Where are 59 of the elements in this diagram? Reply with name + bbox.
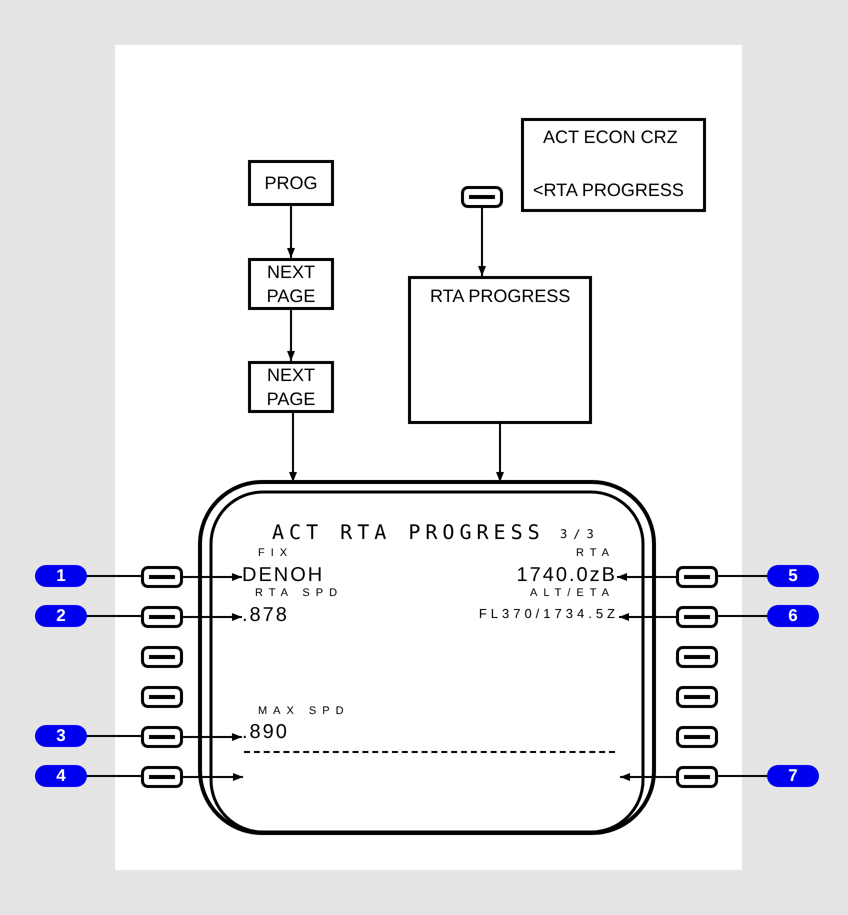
arrow [619, 613, 676, 621]
arrow [289, 413, 297, 482]
arrow [183, 573, 242, 581]
field-label: ALT/ETA [530, 588, 615, 599]
leader-line [87, 735, 141, 737]
line-select-key [461, 186, 503, 208]
arrow [620, 773, 676, 781]
line-select-key [676, 646, 718, 668]
display-page-box [408, 276, 592, 424]
data-field: .878 [242, 605, 289, 625]
arrow [617, 573, 676, 581]
callout-number: 7 [767, 765, 819, 787]
arrow [478, 208, 486, 276]
line-select-key [141, 566, 183, 588]
key-box: NEXT PAGE [248, 258, 334, 310]
line-select-key [676, 566, 718, 588]
arrow [183, 733, 242, 741]
callout-number: 2 [35, 605, 87, 627]
line-select-key [676, 726, 718, 748]
field-label: MAX SPD [258, 706, 350, 717]
display-screen [198, 480, 656, 835]
line-select-key [141, 646, 183, 668]
leader-line [87, 775, 141, 777]
menu-prompt: <RTA PROGRESS [533, 181, 684, 199]
page-number: 3/3 [560, 528, 600, 540]
line-select-key [141, 606, 183, 628]
line-select-key [676, 766, 718, 788]
key-box: PROG [248, 160, 334, 206]
leader-line [87, 615, 141, 617]
callout-number: 6 [767, 605, 819, 627]
leader-line [87, 575, 141, 577]
display-page-box [521, 118, 706, 212]
field-label: FIX [258, 548, 294, 559]
callout-number: 4 [35, 765, 87, 787]
callout-number: 5 [767, 565, 819, 587]
arrow [496, 424, 504, 482]
field-label: RTA SPD [255, 588, 344, 599]
arrow [287, 310, 295, 361]
line-select-key [676, 606, 718, 628]
page-title: RTA PROGRESS [430, 287, 570, 305]
data-field: .890 [242, 722, 289, 742]
line-select-key [141, 766, 183, 788]
page-title: ACT RTA PROGRESS [272, 522, 545, 542]
line-select-key [141, 686, 183, 708]
arrow [287, 206, 295, 258]
leader-line [718, 615, 767, 617]
data-field: DENOH [242, 565, 324, 585]
data-field: 1740.0zB [516, 565, 617, 585]
leader-line [718, 575, 767, 577]
leader-line [718, 775, 767, 777]
field-label: RTA [576, 548, 615, 559]
data-field: FL370/1734.5Z [478, 607, 619, 620]
arrow [183, 613, 242, 621]
page-title: ACT ECON CRZ [543, 128, 678, 146]
key-box: NEXT PAGE [248, 361, 334, 413]
callout-number: 1 [35, 565, 87, 587]
line-select-key [676, 686, 718, 708]
callout-number: 3 [35, 725, 87, 747]
line-select-key [141, 726, 183, 748]
